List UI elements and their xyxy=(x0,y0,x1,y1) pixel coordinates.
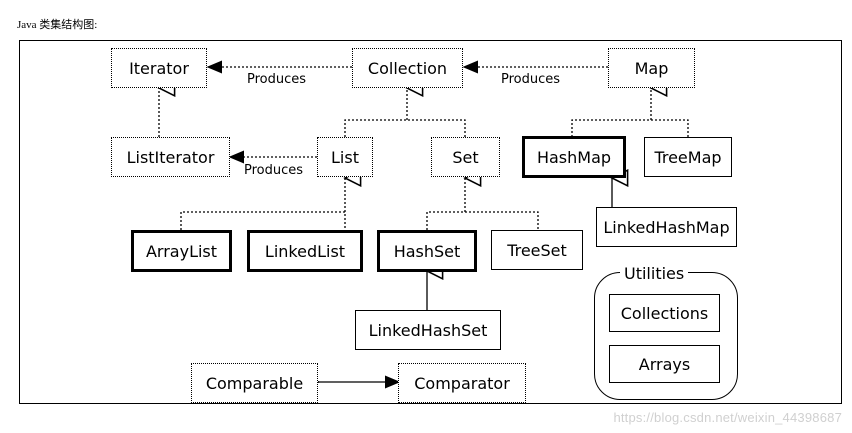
node-arraylist: ArrayList xyxy=(131,230,232,272)
label-produces-listiterator: Produces xyxy=(244,163,304,178)
node-listiterator: ListIterator xyxy=(111,137,230,177)
watermark: https://blog.csdn.net/weixin_44398687 xyxy=(613,410,842,425)
node-arrays: Arrays xyxy=(609,345,720,383)
node-comparable: Comparable xyxy=(191,363,318,403)
node-collections: Collections xyxy=(609,294,720,332)
label-produces-collection: Produces xyxy=(501,72,561,87)
edge-list-set-collection xyxy=(344,119,466,137)
node-treemap: TreeMap xyxy=(644,137,732,177)
node-treeset: TreeSet xyxy=(491,230,583,270)
node-hashmap: HashMap xyxy=(522,136,626,178)
diagram-caption: Java 类集结构图: xyxy=(17,19,98,31)
node-linkedhashset: LinkedHashSet xyxy=(355,310,501,350)
edge-arraylist-linkedlist-list xyxy=(180,211,346,230)
node-map: Map xyxy=(608,48,695,88)
node-comparator: Comparator xyxy=(398,363,526,403)
node-linkedhashmap: LinkedHashMap xyxy=(596,207,737,247)
label-produces-iterator: Produces xyxy=(247,72,307,87)
edge-hashset-treeset-set xyxy=(426,211,539,230)
edge-hashmap-treemap-map xyxy=(571,119,689,137)
node-hashset: HashSet xyxy=(377,230,477,272)
node-collection: Collection xyxy=(352,48,463,88)
node-iterator: Iterator xyxy=(111,48,207,88)
node-set: Set xyxy=(431,137,500,177)
utilities-title: Utilities xyxy=(620,264,689,283)
node-linkedlist: LinkedList xyxy=(247,230,363,272)
node-list: List xyxy=(317,137,373,177)
